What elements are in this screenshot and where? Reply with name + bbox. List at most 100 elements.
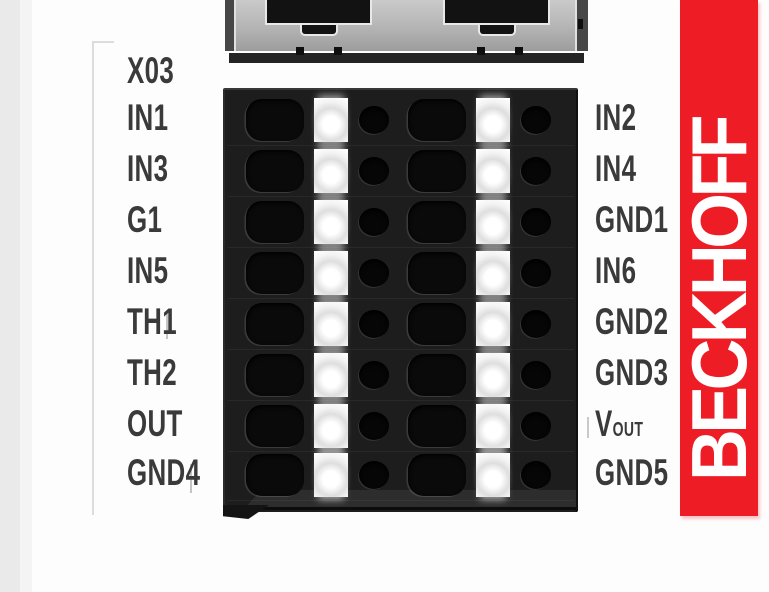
led-indicator (476, 98, 510, 142)
led-indicator (314, 404, 348, 448)
clamp-release-opening (408, 252, 466, 294)
pin-label-left: GND4 (127, 452, 201, 493)
terminal-row (223, 200, 578, 244)
housing-groove (166, 312, 168, 339)
led-indicator (476, 149, 510, 193)
row-separator (227, 451, 574, 452)
clamp-release-opening (408, 454, 466, 496)
led-indicator (476, 453, 510, 497)
clamp-release-opening (246, 454, 304, 496)
row-separator (227, 500, 574, 501)
shield-notch (477, 47, 485, 55)
rj45-latch-slot (300, 25, 338, 36)
pin-label-right: GND2 (595, 301, 669, 342)
brand-logo-text: BECKHOFF (675, 119, 763, 481)
row-separator (227, 145, 574, 146)
shield-notch (578, 19, 583, 29)
wire-hole (521, 106, 551, 134)
pin-label-left: OUT (127, 403, 183, 444)
led-indicator (314, 200, 348, 244)
connector-label-x03: X03 (127, 50, 175, 91)
shield-left-flange (225, 0, 236, 51)
terminal-row (223, 404, 578, 448)
row-separator (227, 400, 574, 401)
wire-hole (521, 461, 551, 489)
wire-hole (359, 157, 389, 185)
led-indicator (476, 200, 510, 244)
shield-notch (334, 47, 342, 55)
clamp-release-opening (408, 354, 466, 396)
led-indicator (314, 98, 348, 142)
terminal-block-foot (223, 505, 269, 519)
pin-label-left: TH1 (127, 301, 177, 342)
clamp-release-opening (408, 99, 466, 141)
rj45-latch-slot (478, 25, 516, 36)
pin-label-left: G1 (127, 199, 163, 240)
led-indicator (476, 404, 510, 448)
clamp-release-opening (246, 150, 304, 192)
terminal-block (223, 88, 578, 519)
wire-hole (521, 259, 551, 287)
wire-hole (521, 310, 551, 338)
pin-label-right: VOUT (595, 403, 644, 444)
wire-hole (359, 208, 389, 236)
pin-label-left: TH2 (127, 352, 177, 393)
ethernet-connector-shield (225, 0, 588, 63)
brand-band (680, 0, 758, 516)
row-separator (227, 196, 574, 197)
wire-hole (359, 106, 389, 134)
clamp-release-opening (408, 201, 466, 243)
rj45-port-opening (443, 0, 550, 25)
led-indicator (314, 251, 348, 295)
led-indicator (314, 149, 348, 193)
housing-contour-line (92, 42, 94, 515)
clamp-release-opening (246, 201, 304, 243)
led-indicator (314, 353, 348, 397)
housing-groove (190, 464, 192, 493)
clamp-release-opening (246, 99, 304, 141)
terminal-row (223, 251, 578, 295)
wire-hole (359, 361, 389, 389)
pin-label-right: IN4 (595, 148, 637, 189)
shield-notch (515, 47, 523, 55)
pin-label-left: IN1 (127, 97, 169, 138)
clamp-release-opening (246, 252, 304, 294)
shield-notch (296, 47, 304, 55)
pin-label-right: IN2 (595, 97, 637, 138)
wire-hole (359, 412, 389, 440)
led-indicator (314, 302, 348, 346)
wire-hole (521, 361, 551, 389)
pin-label-right: GND1 (595, 199, 669, 240)
housing-contour-line (92, 41, 114, 43)
terminal-row (223, 149, 578, 193)
led-indicator (314, 453, 348, 497)
row-separator (227, 247, 574, 248)
pin-label-right: IN6 (595, 250, 637, 291)
led-indicator (476, 302, 510, 346)
clamp-release-opening (408, 303, 466, 345)
wire-hole (521, 208, 551, 236)
clamp-release-opening (246, 354, 304, 396)
wire-hole (521, 412, 551, 440)
background-strip-light (20, 0, 32, 592)
clamp-release-opening (408, 150, 466, 192)
pin-label-left: IN5 (127, 250, 169, 291)
led-indicator (476, 353, 510, 397)
pin-label-right: GND5 (595, 452, 669, 493)
clamp-release-opening (408, 405, 466, 447)
wire-hole (359, 259, 389, 287)
pin-label-right: GND3 (595, 352, 669, 393)
housing-groove (587, 417, 589, 438)
wire-hole (521, 157, 551, 185)
terminal-row (223, 353, 578, 397)
row-separator (227, 298, 574, 299)
terminal-row (223, 302, 578, 346)
led-indicator (476, 251, 510, 295)
wire-hole (359, 461, 389, 489)
rj45-port-opening (265, 0, 372, 25)
pin-label-left: IN3 (127, 148, 169, 189)
wire-hole (359, 310, 389, 338)
shield-bottom-edge (229, 53, 584, 63)
row-separator (227, 349, 574, 350)
